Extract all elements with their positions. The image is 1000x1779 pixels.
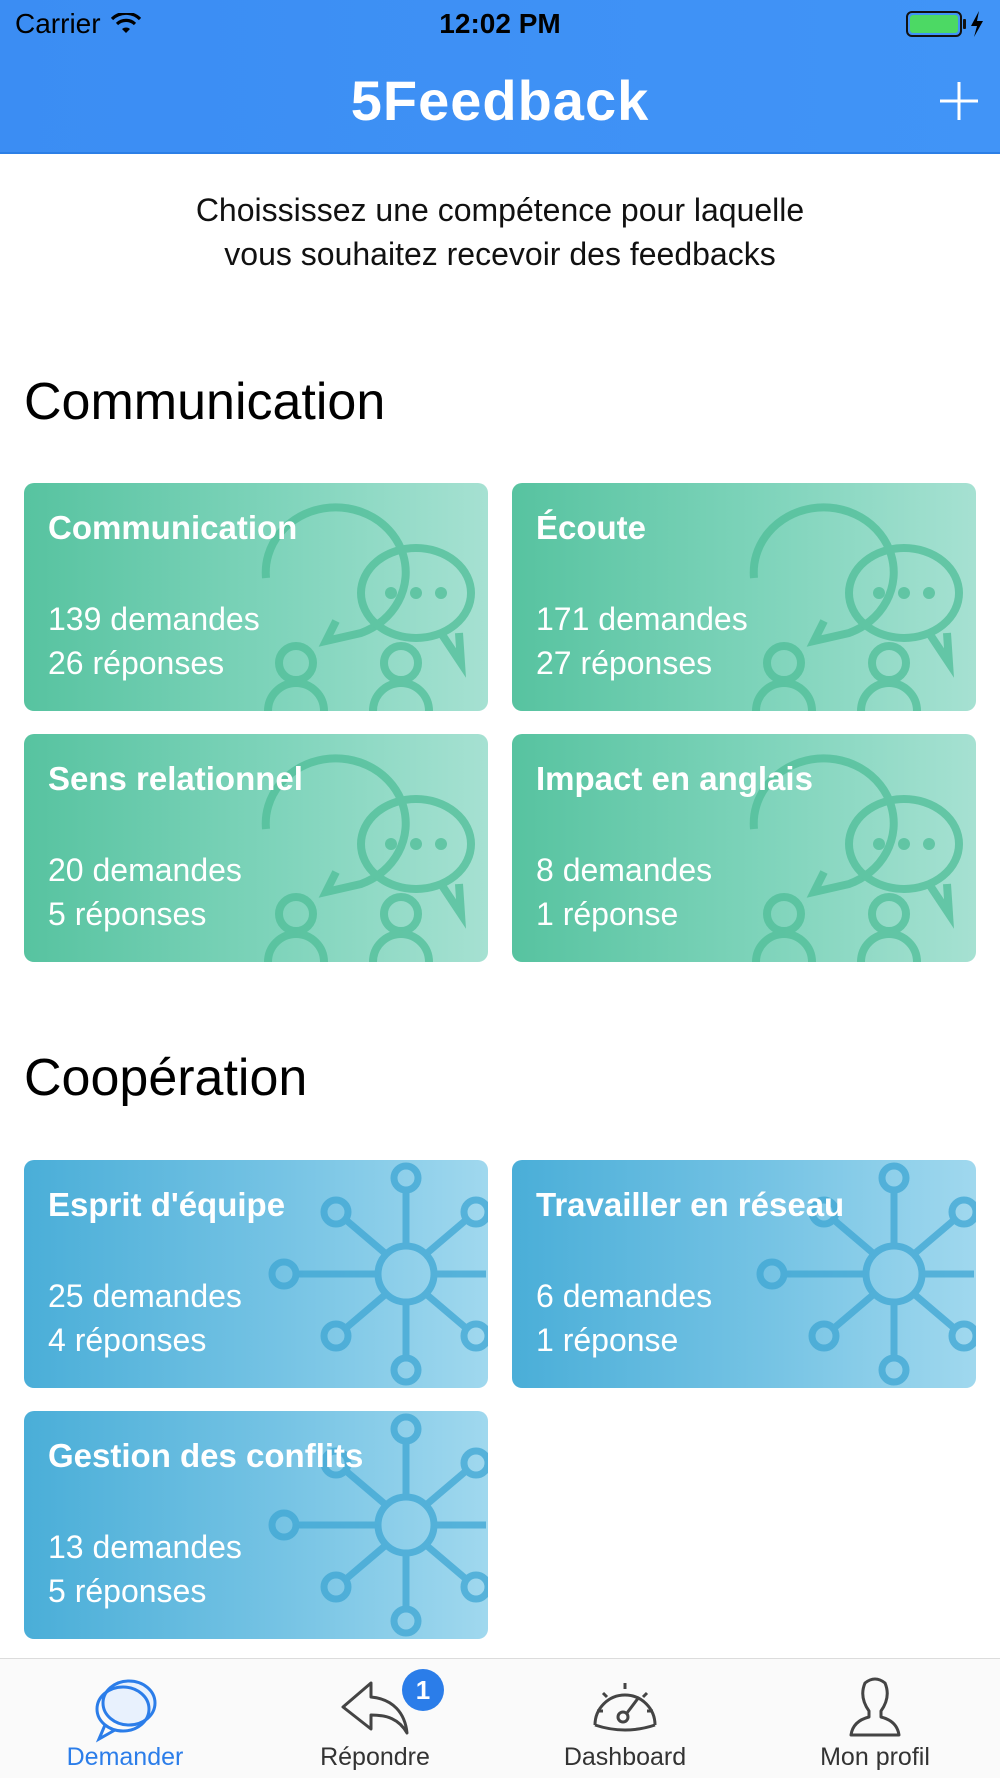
tab-dashboard[interactable]: Dashboard: [500, 1659, 750, 1779]
wifi-icon: [110, 13, 141, 33]
app-header: Carrier 12:02 PM 5Feedback: [0, 0, 1000, 154]
network-illustration-icon: [756, 1162, 976, 1386]
intro-text: Choississez une compétence pour laquelle…: [0, 188, 1000, 276]
skill-card-responses: 5 réponses: [48, 896, 207, 932]
tab-label: Demander: [66, 1743, 184, 1771]
section-title-communication: Communication: [24, 373, 386, 431]
skill-card-title: Communication: [48, 509, 298, 546]
skill-card-responses: 27 réponses: [536, 645, 713, 681]
speedometer-icon: [593, 1683, 657, 1732]
conversation-illustration-icon: [261, 503, 475, 711]
conversation-illustration-icon: [261, 754, 475, 962]
conversation-illustration-icon: [749, 754, 963, 962]
tab-repondre[interactable]: 1 Répondre: [250, 1659, 500, 1779]
battery-indicator: [906, 10, 986, 38]
intro-line-2: vous souhaitez recevoir des feedbacks: [224, 236, 776, 272]
skill-card-requests: 139 demandes: [48, 601, 260, 637]
add-button[interactable]: [936, 78, 982, 124]
skill-card-title: Esprit d'équipe: [48, 1186, 286, 1223]
skill-card-sens-relationnel[interactable]: Sens relationnel 20 demandes 5 réponses: [24, 734, 488, 962]
tab-mon-profil[interactable]: Mon profil: [750, 1659, 1000, 1779]
skill-card-gestion-des-conflits[interactable]: Gestion des conflits 13 demandes 5 répon…: [24, 1411, 488, 1639]
conversation-illustration-icon: [749, 503, 963, 711]
skill-card-responses: 4 réponses: [48, 1322, 207, 1358]
tab-bar: Demander 1 Répondre Dashboard Mo: [0, 1658, 1000, 1778]
section-title-cooperation: Coopération: [24, 1049, 308, 1107]
skill-card-responses: 5 réponses: [48, 1573, 207, 1609]
user-icon: [849, 1677, 901, 1737]
skill-card-requests: 6 demandes: [536, 1278, 713, 1314]
skill-card-title: Impact en anglais: [536, 760, 813, 797]
skill-card-ecoute[interactable]: Écoute 171 demandes 27 réponses: [512, 483, 976, 711]
app-title: 5Feedback: [350, 69, 650, 132]
skill-card-responses: 1 réponse: [536, 896, 679, 932]
network-illustration-icon: [268, 1413, 488, 1637]
skill-card-responses: 1 réponse: [536, 1322, 679, 1358]
carrier-label: Carrier: [15, 8, 101, 39]
skill-card-requests: 25 demandes: [48, 1278, 242, 1314]
skill-card-title: Gestion des conflits: [48, 1437, 364, 1474]
tab-demander[interactable]: Demander: [0, 1659, 250, 1779]
skill-card-title: Travailler en réseau: [536, 1186, 845, 1223]
charging-bolt-icon: [971, 11, 983, 37]
chat-bubbles-icon: [95, 1679, 157, 1743]
status-time: 12:02 PM: [439, 8, 561, 39]
skill-card-requests: 171 demandes: [536, 601, 748, 637]
skill-card-esprit-d-equipe[interactable]: Esprit d'équipe 25 demandes 4 réponses: [24, 1160, 488, 1388]
skill-card-travailler-en-reseau[interactable]: Travailler en réseau 6 demandes 1 répons…: [512, 1160, 976, 1388]
plus-icon: [940, 82, 978, 120]
battery-icon: [906, 11, 966, 37]
network-illustration-icon: [268, 1162, 488, 1386]
skill-card-title: Sens relationnel: [48, 760, 303, 797]
intro-line-1: Choississez une compétence pour laquelle: [195, 192, 805, 228]
skill-card-requests: 13 demandes: [48, 1529, 242, 1565]
skill-card-title: Écoute: [536, 509, 647, 546]
skill-card-requests: 8 demandes: [536, 852, 713, 888]
reply-icon: [341, 1681, 409, 1735]
tab-label: Dashboard: [563, 1743, 687, 1771]
tab-label: Mon profil: [820, 1743, 930, 1771]
notification-badge: 1: [402, 1669, 444, 1711]
tab-label: Répondre: [320, 1743, 430, 1771]
skill-card-communication[interactable]: Communication 139 demandes 26 réponses: [24, 483, 488, 711]
skill-card-responses: 26 réponses: [48, 645, 225, 681]
skill-card-impact-en-anglais[interactable]: Impact en anglais 8 demandes 1 réponse: [512, 734, 976, 962]
status-carrier: Carrier: [15, 8, 141, 40]
skill-card-requests: 20 demandes: [48, 852, 242, 888]
